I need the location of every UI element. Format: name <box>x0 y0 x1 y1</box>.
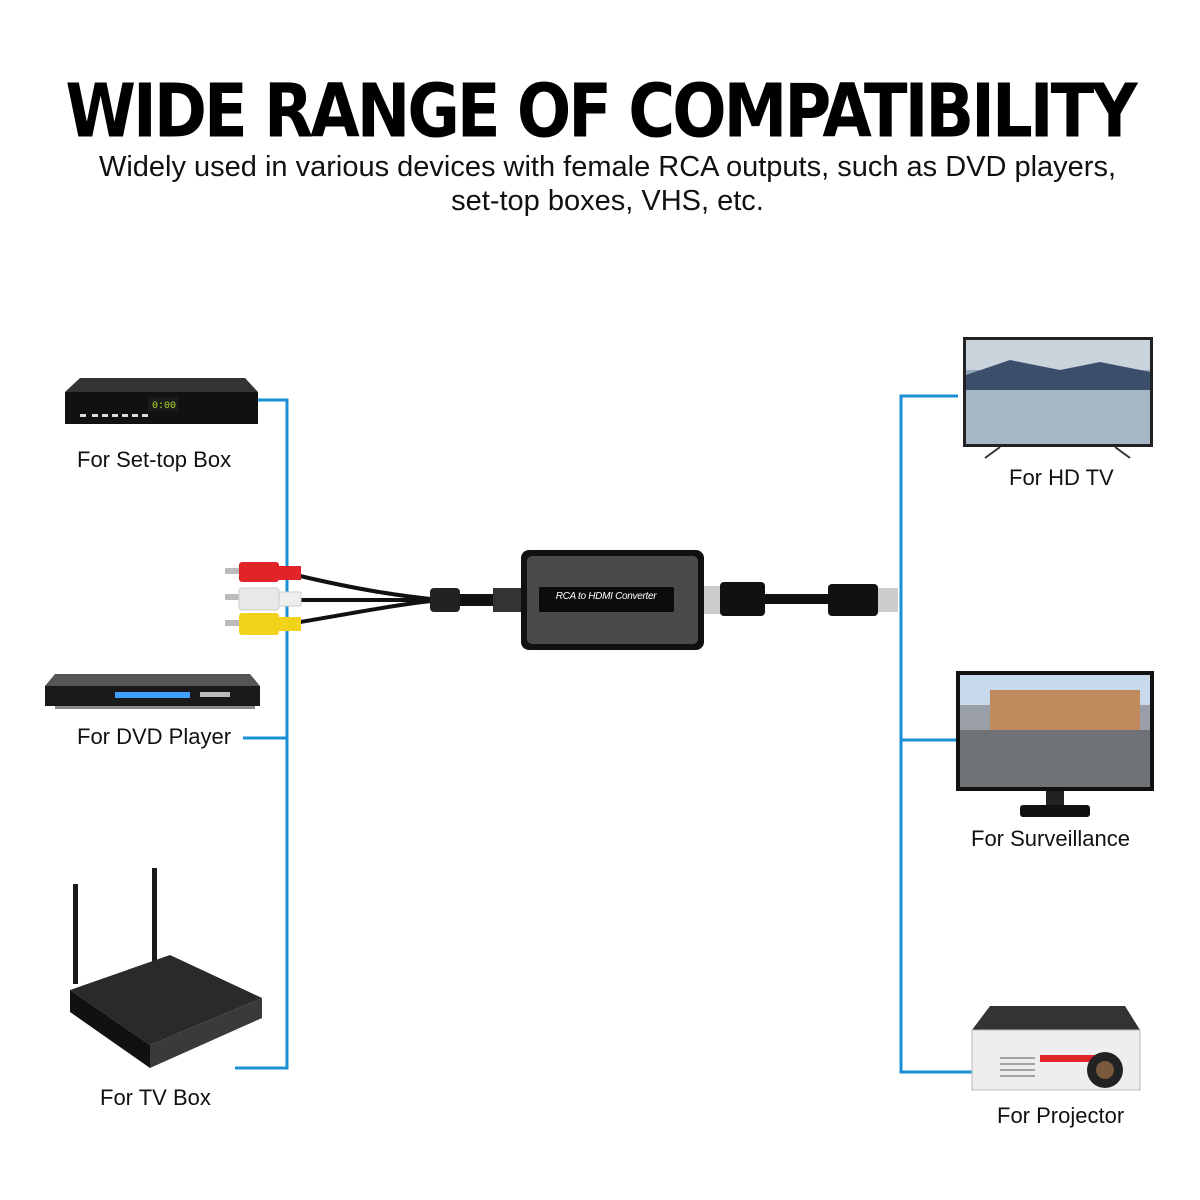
surveillance-monitor-icon <box>956 671 1154 817</box>
subtitle-line-2: set-top boxes, VHS, etc. <box>451 185 764 217</box>
label-tv-box: For TV Box <box>98 1085 213 1111</box>
tv-box-icon <box>70 868 262 1068</box>
label-set-top-box: For Set-top Box <box>75 447 234 473</box>
page-subtitle: Widely used in various devices with fema… <box>40 150 1175 218</box>
dvd-player-icon <box>45 674 260 709</box>
label-projector: For Projector <box>995 1103 1127 1129</box>
page-title: WIDE RANGE OF COMPATIBILITY <box>65 70 1137 156</box>
label-surveillance: For Surveillance <box>969 826 1132 852</box>
projector-icon <box>971 1006 1141 1091</box>
svg-text:0:00: 0:00 <box>152 401 176 412</box>
subtitle-line-1: Widely used in various devices with fema… <box>98 151 1117 183</box>
rca-cable-icon <box>225 562 521 635</box>
label-dvd-player: For DVD Player <box>75 724 234 750</box>
set-top-box-icon: 0:00 <box>65 378 258 424</box>
converter-label: RCA to HDMI Converter <box>555 591 657 602</box>
hd-tv-icon <box>963 337 1153 459</box>
converter-icon <box>521 550 898 650</box>
label-hd-tv: For HD TV <box>1007 465 1116 491</box>
connector-lines <box>235 394 972 1074</box>
